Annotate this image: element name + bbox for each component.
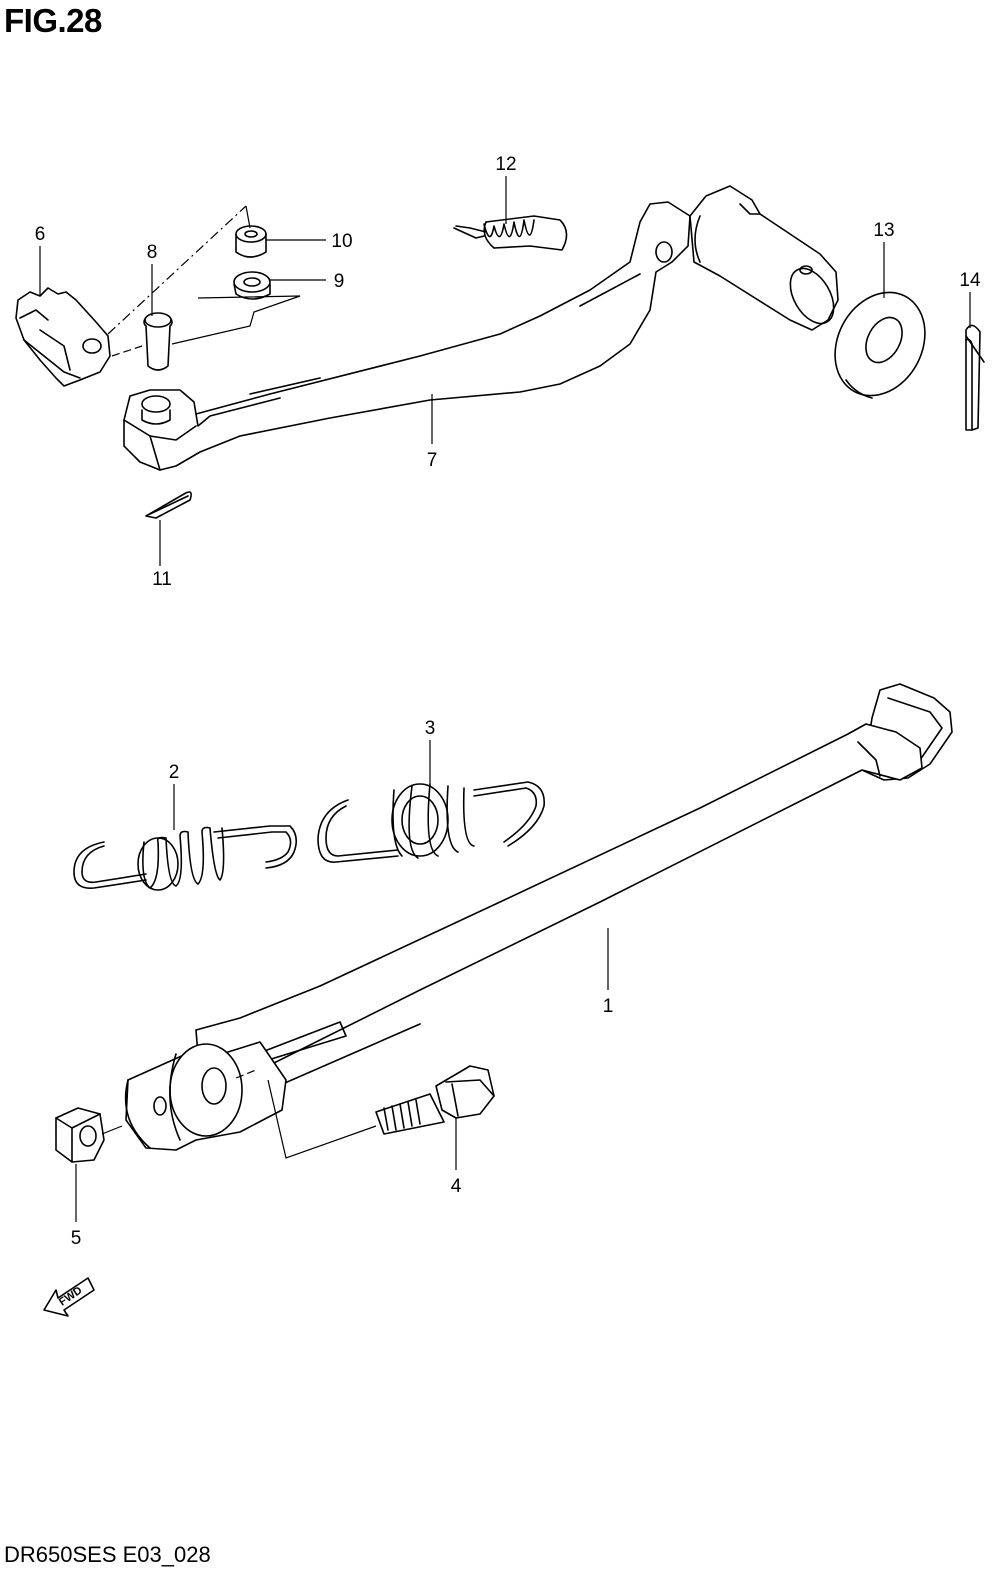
part-13-washer[interactable]	[818, 277, 943, 412]
assembly-lines-lower	[101, 1069, 377, 1159]
callout-8: 8	[147, 242, 158, 263]
part-1-side-stand[interactable]	[124, 683, 953, 1151]
forward-direction-arrow: FWD	[43, 1277, 95, 1317]
callout-labels: 1 2 3 4 5 6 7 8 9 10 11 12 13 14	[35, 154, 981, 1249]
callout-2: 2	[169, 762, 180, 783]
part-14-cotter-pin[interactable]	[965, 324, 985, 431]
part-11-cotter-pin[interactable]	[145, 491, 192, 519]
callout-13: 13	[873, 220, 894, 241]
callout-14: 14	[959, 270, 981, 291]
callout-10: 10	[331, 231, 352, 252]
part-4-bolt[interactable]	[375, 1065, 495, 1135]
part-12-spring[interactable]	[453, 215, 568, 251]
callout-leaders	[39, 176, 971, 1222]
part-6-bracket[interactable]	[15, 287, 111, 387]
part-10-collar[interactable]	[235, 225, 267, 258]
part-8-pin[interactable]	[143, 312, 173, 371]
callout-11: 11	[152, 569, 172, 590]
callout-5: 5	[71, 1228, 82, 1249]
callout-7: 7	[427, 450, 438, 471]
callout-1: 1	[603, 996, 614, 1017]
figure-title: FIG.28	[4, 2, 102, 39]
diagram-code: DR650SES E03_028	[4, 1542, 211, 1567]
callout-4: 4	[451, 1176, 462, 1197]
part-3-spring[interactable]	[317, 781, 545, 863]
part-7-brake-pedal[interactable]	[123, 185, 843, 471]
part-5-nut[interactable]	[55, 1107, 105, 1163]
callout-9: 9	[334, 271, 345, 292]
part-9-spring-washer[interactable]	[233, 271, 271, 300]
callout-6: 6	[35, 224, 46, 245]
assembly-lines-upper	[107, 205, 301, 357]
part-2-spring[interactable]	[73, 825, 298, 891]
callout-3: 3	[425, 718, 436, 739]
callout-12: 12	[495, 154, 516, 175]
